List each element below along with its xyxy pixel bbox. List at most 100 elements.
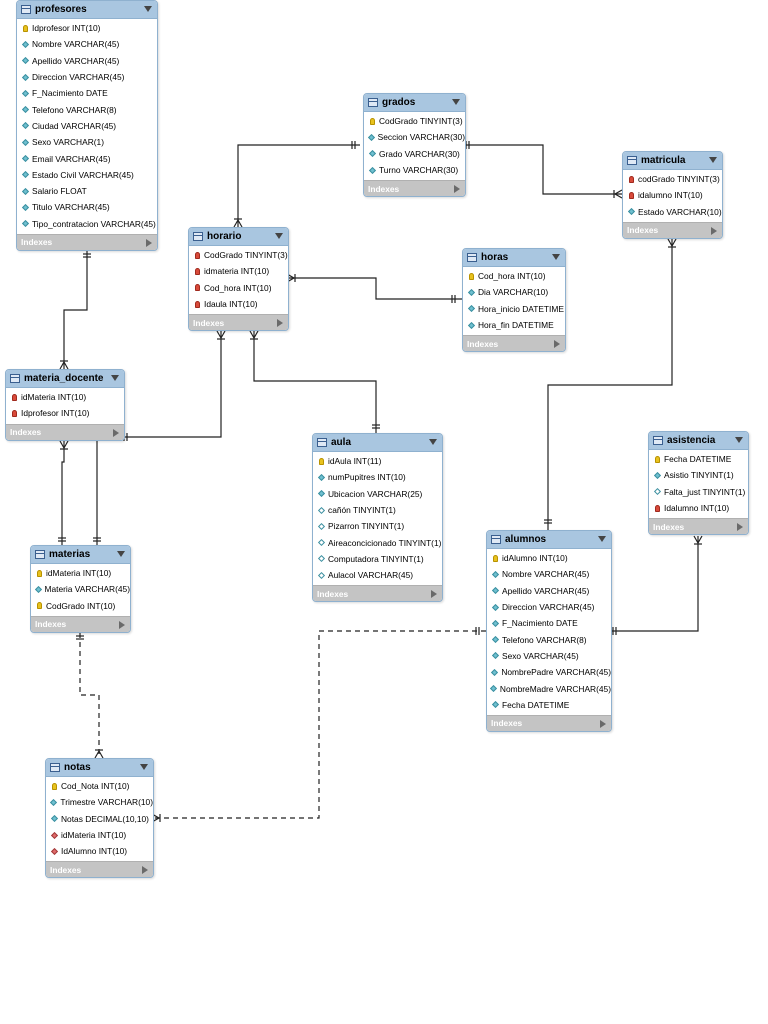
column-row[interactable]: Apellido VARCHAR(45) — [17, 53, 157, 69]
column-row[interactable]: F_Nacimiento DATE — [487, 615, 611, 631]
collapse-arrow-icon[interactable] — [429, 439, 437, 445]
indexes-section[interactable]: Indexes — [313, 585, 442, 602]
column-row[interactable]: cañón TINYINT(1) — [313, 502, 442, 518]
collapse-arrow-icon[interactable] — [735, 437, 743, 443]
collapse-arrow-icon[interactable] — [117, 551, 125, 557]
indexes-section[interactable]: Indexes — [6, 423, 124, 440]
column-row[interactable]: CodGrado TINYINT(3) — [189, 247, 288, 263]
column-row[interactable]: Seccion VARCHAR(30) — [364, 129, 465, 145]
column-row[interactable]: Idaula INT(10) — [189, 296, 288, 312]
collapse-arrow-icon[interactable] — [275, 233, 283, 239]
column-row[interactable]: Nombre VARCHAR(45) — [17, 36, 157, 52]
column-row[interactable]: Falta_just TINYINT(1) — [649, 484, 748, 500]
column-row[interactable]: NombrePadre VARCHAR(45) — [487, 664, 611, 680]
expand-arrow-icon[interactable] — [146, 238, 152, 247]
column-row[interactable]: idMateria INT(10) — [46, 827, 153, 843]
column-row[interactable]: Hora_fin DATETIME — [463, 317, 565, 333]
indexes-section[interactable]: Indexes — [463, 335, 565, 352]
column-row[interactable]: Notas DECIMAL(10,10) — [46, 811, 153, 827]
column-row[interactable]: CodGrado INT(10) — [31, 598, 130, 614]
column-row[interactable]: Salario FLOAT — [17, 183, 157, 199]
indexes-section[interactable]: Indexes — [487, 714, 611, 731]
collapse-arrow-icon[interactable] — [598, 536, 606, 542]
column-row[interactable]: Aulacol VARCHAR(45) — [313, 567, 442, 583]
column-row[interactable]: Trimestre VARCHAR(10) — [46, 794, 153, 810]
table-header[interactable]: alumnos — [487, 531, 611, 549]
collapse-arrow-icon[interactable] — [709, 157, 717, 163]
column-row[interactable]: Fecha DATETIME — [649, 451, 748, 467]
column-row[interactable]: idAlumno INT(10) — [487, 550, 611, 566]
column-row[interactable]: Computadora TINYINT(1) — [313, 551, 442, 567]
collapse-arrow-icon[interactable] — [452, 99, 460, 105]
column-row[interactable]: NombreMadre VARCHAR(45) — [487, 680, 611, 696]
expand-arrow-icon[interactable] — [277, 319, 283, 328]
expand-arrow-icon[interactable] — [454, 185, 460, 194]
table-header[interactable]: matricula — [623, 152, 722, 170]
column-row[interactable]: Cod_Nota INT(10) — [46, 778, 153, 794]
column-row[interactable]: Estado VARCHAR(10) — [623, 204, 722, 220]
table-header[interactable]: horario — [189, 228, 288, 246]
table-header[interactable]: grados — [364, 94, 465, 112]
column-row[interactable]: Ubicacion VARCHAR(25) — [313, 486, 442, 502]
expand-arrow-icon[interactable] — [431, 590, 437, 599]
relationship-line[interactable] — [63, 251, 88, 369]
expand-arrow-icon[interactable] — [142, 866, 148, 875]
column-row[interactable]: idMateria INT(10) — [6, 389, 124, 405]
column-row[interactable]: Tipo_contratacion VARCHAR(45) — [17, 216, 157, 232]
table-header[interactable]: aula — [313, 434, 442, 452]
column-row[interactable]: Direccion VARCHAR(45) — [17, 69, 157, 85]
column-row[interactable]: idAula INT(11) — [313, 453, 442, 469]
column-row[interactable]: Asistio TINYINT(1) — [649, 467, 748, 483]
column-row[interactable]: idmateria INT(10) — [189, 263, 288, 279]
relationship-line[interactable] — [287, 277, 462, 300]
table-header[interactable]: notas — [46, 759, 153, 777]
indexes-section[interactable]: Indexes — [17, 233, 157, 250]
column-row[interactable]: Sexo VARCHAR(45) — [487, 648, 611, 664]
indexes-section[interactable]: Indexes — [364, 180, 465, 197]
column-row[interactable]: numPupitres INT(10) — [313, 469, 442, 485]
expand-arrow-icon[interactable] — [737, 523, 743, 532]
indexes-section[interactable]: Indexes — [189, 314, 288, 331]
column-row[interactable]: Cod_hora INT(10) — [463, 268, 565, 284]
relationship-line[interactable] — [152, 630, 486, 819]
column-row[interactable]: codGrado TINYINT(3) — [623, 171, 722, 187]
column-row[interactable]: Estado Civil VARCHAR(45) — [17, 167, 157, 183]
collapse-arrow-icon[interactable] — [111, 375, 119, 381]
relationship-line[interactable] — [465, 144, 622, 195]
column-row[interactable]: F_Nacimiento DATE — [17, 85, 157, 101]
column-row[interactable]: Materia VARCHAR(45) — [31, 581, 130, 597]
table-header[interactable]: profesores — [17, 1, 157, 19]
column-row[interactable]: Titulo VARCHAR(45) — [17, 199, 157, 215]
column-row[interactable]: CodGrado TINYINT(3) — [364, 113, 465, 129]
relationship-line[interactable] — [123, 331, 222, 438]
expand-arrow-icon[interactable] — [600, 719, 606, 728]
expand-arrow-icon[interactable] — [711, 226, 717, 235]
indexes-section[interactable]: Indexes — [31, 615, 130, 632]
column-row[interactable]: Aireaconcicionado TINYINT(1) — [313, 534, 442, 550]
indexes-section[interactable]: Indexes — [46, 861, 153, 878]
column-row[interactable]: Cod_hora INT(10) — [189, 280, 288, 296]
collapse-arrow-icon[interactable] — [144, 6, 152, 12]
column-row[interactable]: Fecha DATETIME — [487, 697, 611, 713]
column-row[interactable]: Idprofesor INT(10) — [17, 20, 157, 36]
expand-arrow-icon[interactable] — [554, 340, 560, 349]
relationship-line[interactable] — [547, 239, 673, 530]
column-row[interactable]: Apellido VARCHAR(45) — [487, 583, 611, 599]
relationship-line[interactable] — [61, 441, 65, 545]
relationship-line[interactable] — [237, 144, 360, 227]
column-row[interactable]: Hora_inicio DATETIME — [463, 301, 565, 317]
table-header[interactable]: materia_docente — [6, 370, 124, 388]
column-row[interactable]: Sexo VARCHAR(1) — [17, 134, 157, 150]
column-row[interactable]: Telefono VARCHAR(8) — [17, 101, 157, 117]
table-header[interactable]: horas — [463, 249, 565, 267]
column-row[interactable]: Dia VARCHAR(10) — [463, 284, 565, 300]
table-header[interactable]: asistencia — [649, 432, 748, 450]
column-row[interactable]: Email VARCHAR(45) — [17, 150, 157, 166]
